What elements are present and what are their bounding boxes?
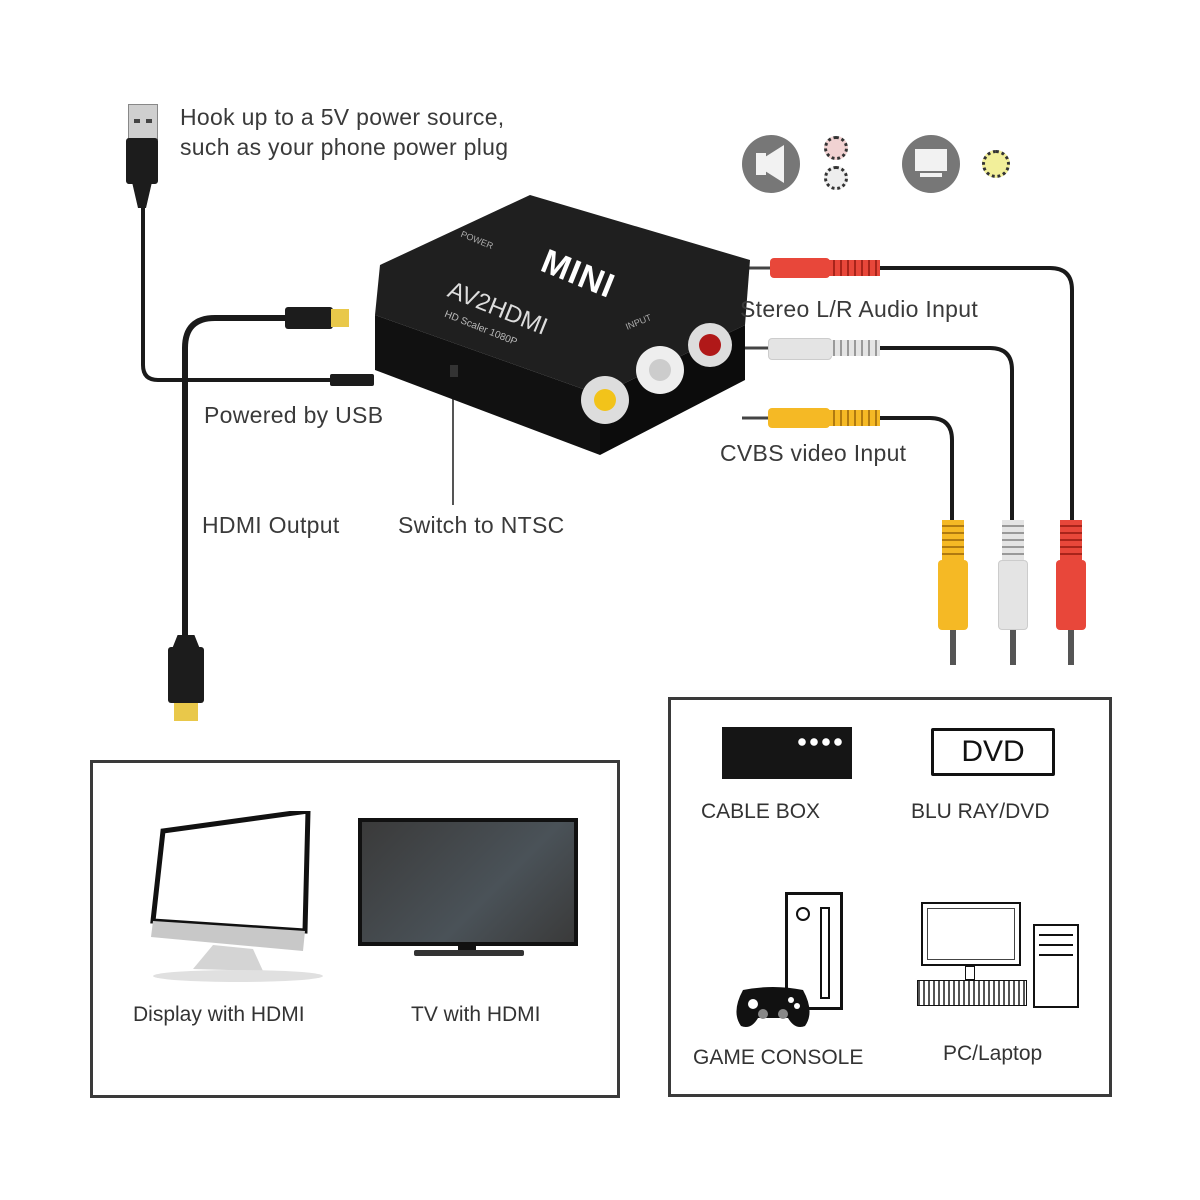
ntsc-pal-switch[interactable]	[450, 365, 458, 377]
speaker-icon	[742, 135, 800, 193]
tv-with-hdmi-label: TV with HDMI	[411, 1003, 541, 1026]
white-rca-wire	[880, 346, 1014, 520]
power-note-line2: such as your phone power plug	[180, 134, 509, 160]
dvd-player-icon: DVD	[931, 728, 1055, 776]
monitor-icon	[902, 135, 960, 193]
white-rca-plug-horizontal	[768, 336, 882, 360]
usb-plug-icon	[126, 104, 158, 208]
blu-ray-dvd-label: BLU RAY/DVD	[911, 800, 1050, 823]
audio-jack-red-icon	[824, 136, 848, 160]
hdmi-cable	[182, 315, 290, 640]
powered-by-usb-label: Powered by USB	[204, 402, 384, 428]
yellow-rca-wire	[880, 416, 954, 520]
video-input-label: CVBS video Input	[720, 440, 907, 466]
micro-usb-plug-icon	[330, 374, 374, 386]
white-rca-plug-vertical	[998, 520, 1028, 665]
game-console-label: GAME CONSOLE	[693, 1046, 864, 1069]
yellow-rca-plug-horizontal	[768, 406, 882, 430]
switch-ntsc-label: Switch to NTSC	[398, 512, 565, 538]
game-console-icon	[727, 886, 847, 1036]
hdmi-output-label: HDMI Output	[202, 512, 340, 538]
av2hdmi-converter: MINI AV2HDMI HD Scaler 1080P POWER INPUT	[370, 195, 760, 455]
desktop-pc-icon	[917, 898, 1083, 1013]
yellow-rca-plug-vertical	[938, 520, 968, 665]
pc-laptop-label: PC/Laptop	[943, 1042, 1043, 1065]
dvd-icon-text: DVD	[961, 735, 1025, 768]
cable-box-label: CABLE BOX	[701, 800, 821, 823]
red-rca-plug-vertical	[1056, 520, 1086, 665]
usb-cable	[141, 205, 372, 382]
power-note-line1: Hook up to a 5V power source,	[180, 104, 505, 130]
cable-box-icon	[722, 727, 852, 779]
display-with-hdmi-label: Display with HDMI	[133, 1003, 305, 1026]
source-devices-panel: CABLE BOX DVD BLU RAY/DVD GAME CONSOLE P…	[668, 697, 1112, 1097]
audio-jack-white-icon	[824, 166, 848, 190]
hdmi-plug-bottom-icon	[168, 635, 204, 725]
video-jack-yellow-icon	[982, 150, 1010, 178]
red-rca-wire	[880, 266, 1074, 520]
computer-monitor-icon	[143, 811, 323, 986]
red-rca-plug-horizontal	[770, 256, 882, 280]
tv-icon	[358, 818, 583, 963]
audio-input-label: Stereo L/R Audio Input	[740, 296, 979, 322]
hdmi-plug-top-icon	[285, 303, 365, 333]
output-devices-panel: Display with HDMI TV with HDMI	[90, 760, 620, 1098]
